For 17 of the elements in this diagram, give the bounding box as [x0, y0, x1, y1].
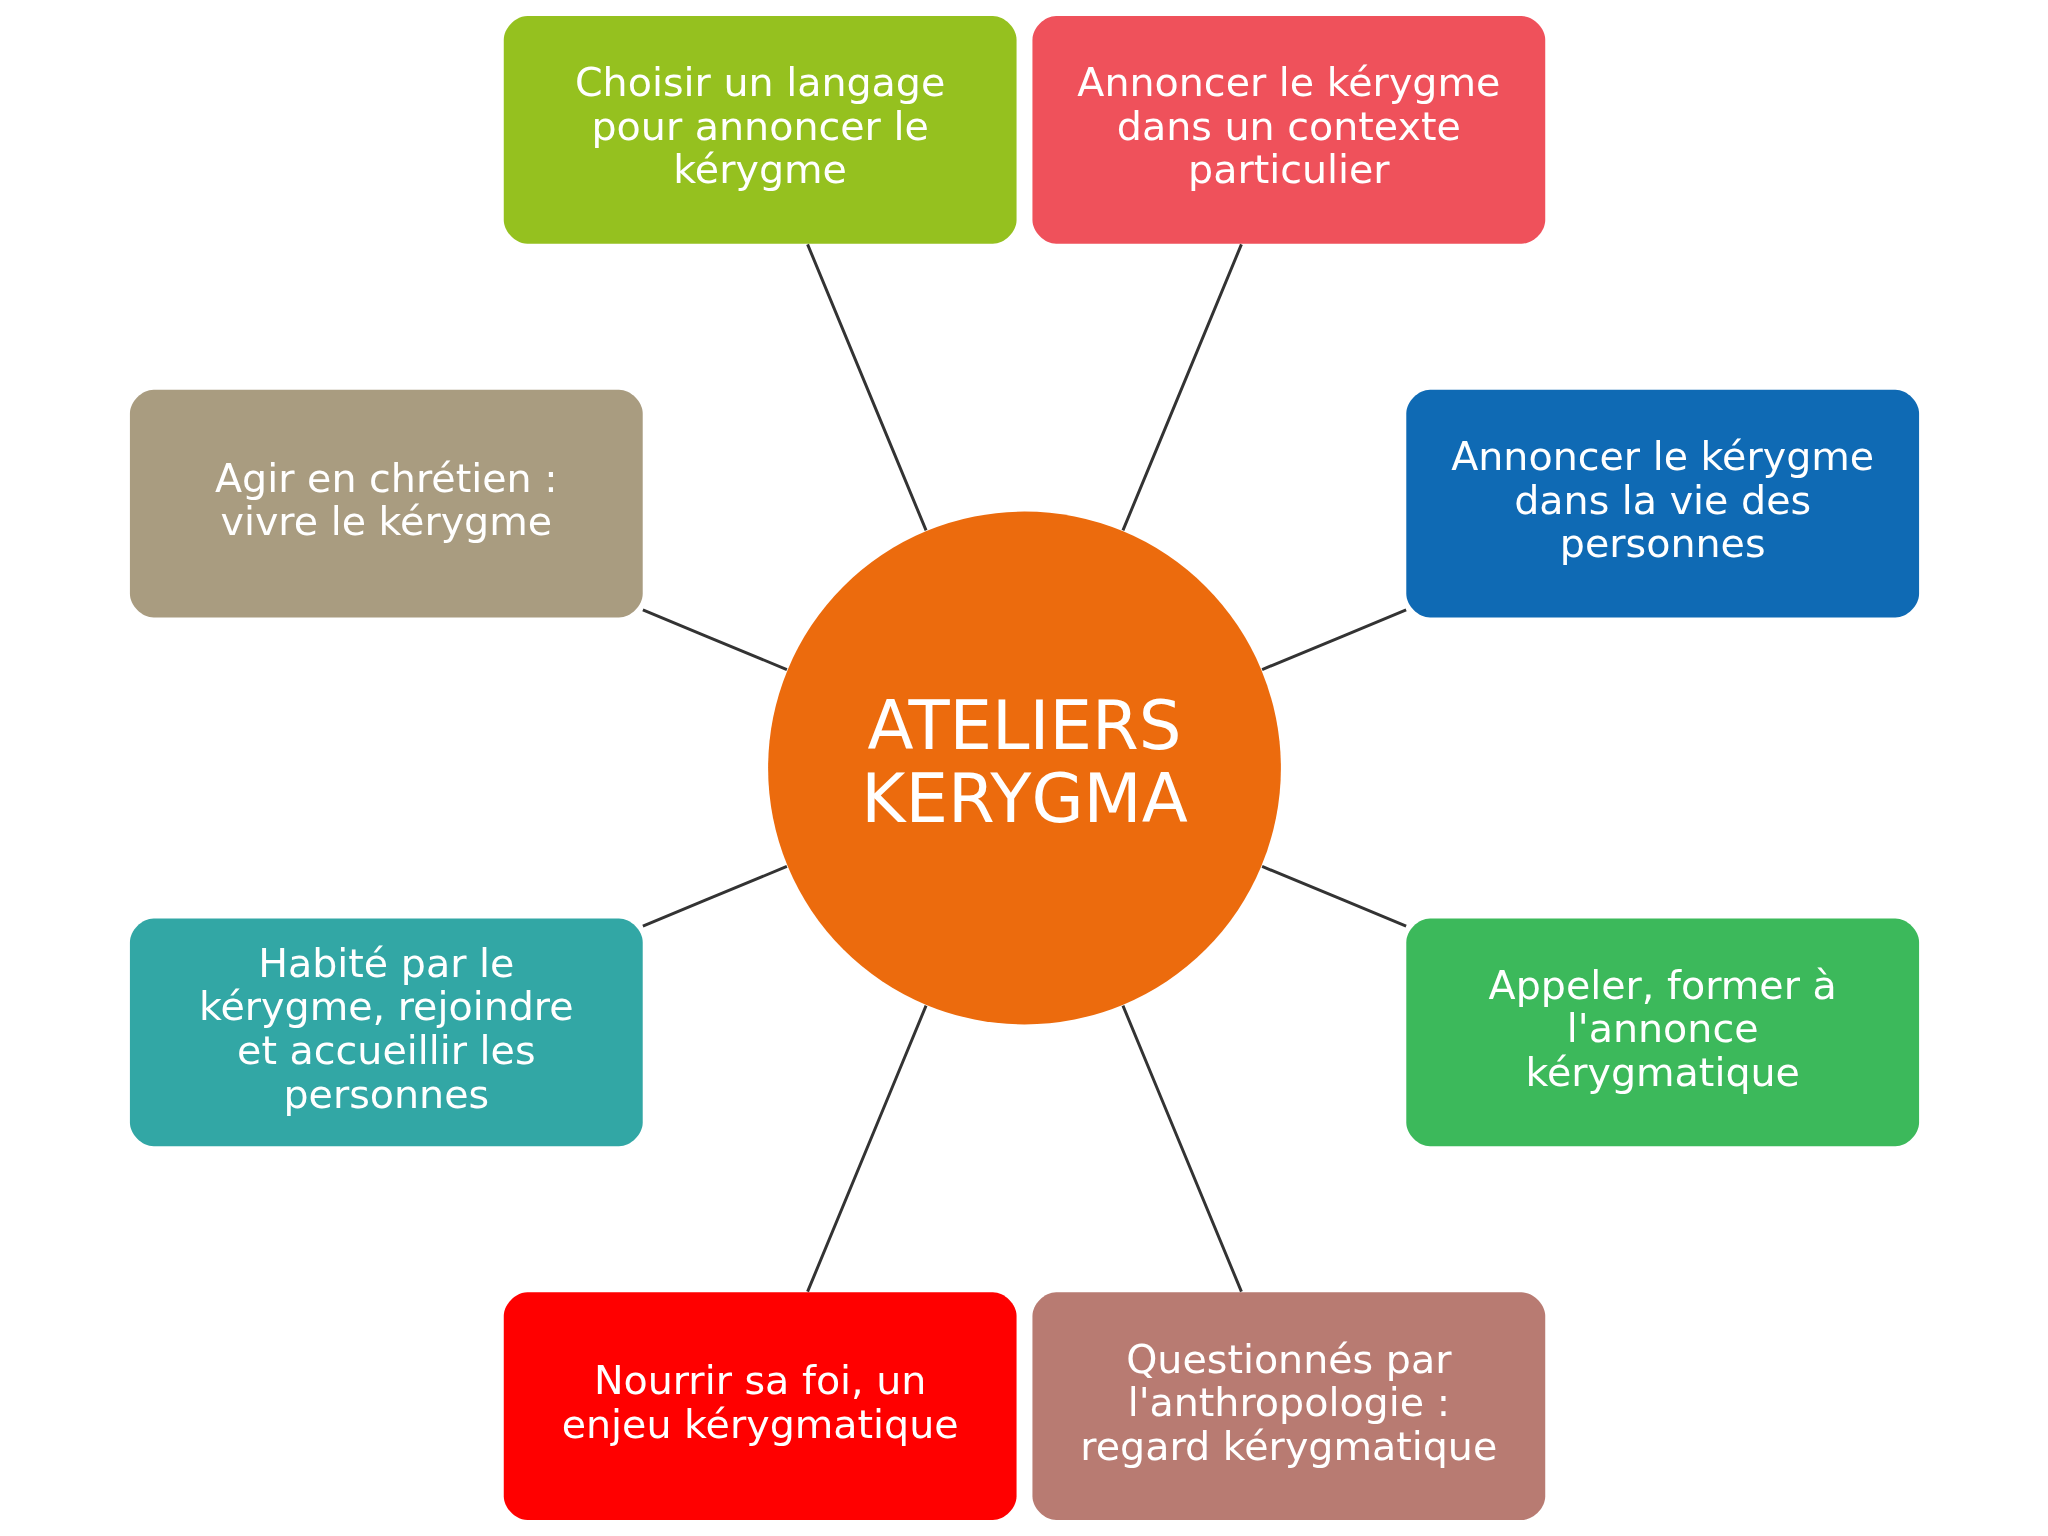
node-box: Choisir un langage pour annoncer le kérygme [503, 15, 1017, 244]
node-box: Nourrir sa foi, un enjeu kérygmatique [503, 1292, 1017, 1521]
connector [1121, 1005, 1243, 1293]
connector [805, 243, 927, 531]
connector [1261, 865, 1407, 928]
node-box: Annoncer le kérygme dans la vie des personnes [1405, 389, 1919, 618]
node-circle: ATELIERS KERYGMA [767, 511, 1281, 1025]
connector [641, 608, 787, 671]
node-box: Appeler, former à l'annonce kérygmatique [1405, 918, 1919, 1147]
connector [805, 1005, 927, 1293]
node-box: Agir en chrétien : vivre le kérygme [129, 389, 643, 618]
node-box: Habité par le kérygme, rejoindre et accueillir les personnes [129, 918, 643, 1147]
connector [1261, 608, 1407, 671]
node-box: Annoncer le kérygme dans un contexte particulier [1031, 15, 1545, 244]
connector [641, 865, 787, 928]
connector [1121, 243, 1243, 531]
node-box: Questionnés par l'anthropologie : regard kérygmatique [1031, 1292, 1545, 1521]
